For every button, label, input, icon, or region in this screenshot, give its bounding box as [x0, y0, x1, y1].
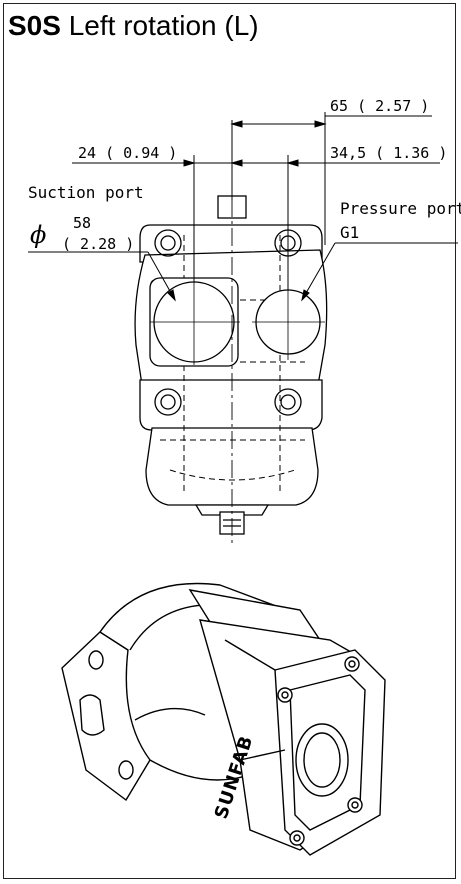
- dim-right-offset: 34,5 ( 1.36 ): [330, 144, 447, 162]
- suction-dia-mm: 58: [73, 214, 91, 232]
- pressure-port-thread: G1: [340, 223, 359, 242]
- suction-dia-in: ( 2.28 ): [62, 235, 134, 253]
- dim-left-offset: 24 ( 0.94 ): [78, 144, 177, 162]
- diameter-symbol: ϕ: [30, 221, 46, 249]
- suction-port-label: Suction port: [28, 183, 144, 202]
- rotation-label: Left rotation (L): [68, 10, 259, 41]
- model-code: S0S: [8, 10, 61, 41]
- pump-front-view: [134, 170, 328, 545]
- page-title: S0S Left rotation (L): [8, 10, 259, 42]
- dim-width-total: 65 ( 2.57 ): [330, 97, 429, 115]
- pressure-port-label: Pressure port: [340, 199, 461, 218]
- pump-isometric-view: [61, 582, 386, 856]
- dimension-lines: [28, 112, 458, 302]
